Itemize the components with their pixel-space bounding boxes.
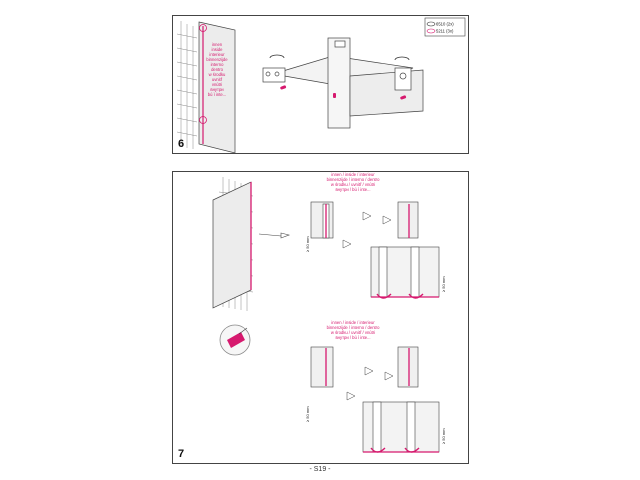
- label-line: binnenzijde / interno / dentro: [327, 325, 381, 330]
- label-line: inside: [212, 47, 224, 52]
- step-number: 7: [178, 448, 185, 460]
- glass-clamp-post: [327, 37, 351, 129]
- support-bar-assembly: [262, 37, 424, 129]
- rotation-arrow-icon: [269, 54, 410, 61]
- step-7-illustration: innen / inside / interieur binnenzijde /…: [212, 172, 446, 453]
- label-line: innen / inside / interieur: [331, 172, 375, 177]
- label-line: binnenzijde: [206, 57, 228, 62]
- label-line: w środku / uvnitř / vnútri: [331, 182, 375, 187]
- dimension-label: ≥ 50 mm: [305, 236, 310, 252]
- end-cap: [280, 85, 407, 100]
- part-5211-icon: [426, 28, 436, 34]
- label-line: w środku / uvnitř / vnútri: [331, 330, 375, 335]
- step-6-illustration: innen inside interieur binnenzijde inter…: [176, 17, 466, 154]
- label-line: uvnitř: [212, 77, 223, 82]
- detail-magnifier: [219, 324, 251, 356]
- label-line: interieur: [209, 52, 225, 57]
- step-7-panel: innen / inside / interieur binnenzijde /…: [172, 171, 469, 464]
- label-line: bú ì inte...: [208, 92, 226, 97]
- seal-point-top: [199, 24, 207, 32]
- screw-icon: [342, 211, 392, 249]
- legend-item: 5211 (3x): [436, 29, 454, 34]
- part-6510-icon: [426, 21, 436, 27]
- dimension-label: ≥ 50 mm: [305, 406, 310, 422]
- wall-bracket: [262, 67, 286, 83]
- bottom-seal-detail: [370, 246, 440, 299]
- inside-label: innen inside interieur binnenzijde inter…: [206, 42, 228, 97]
- label-line: innen / inside / interieur: [331, 320, 375, 325]
- step-number: 6: [178, 138, 185, 150]
- label-line: внутри / bú ì inte...: [335, 335, 370, 340]
- label-line: innen: [212, 42, 223, 47]
- silicone-gun-icon: [258, 232, 291, 239]
- screw-icon: [346, 366, 394, 401]
- inside-label-top: innen / inside / interieur binnenzijde /…: [327, 172, 381, 192]
- label-line: vnútri: [212, 82, 222, 87]
- dimension-label: ≥ 50 mm: [441, 428, 446, 444]
- label-line: внутри: [210, 87, 224, 92]
- glass-panel: [212, 181, 252, 309]
- page-number: - S19 -: [309, 466, 331, 473]
- profile-detail-top: [310, 201, 419, 239]
- inside-label-bottom: innen / inside / interieur binnenzijde /…: [327, 320, 381, 340]
- legend-item: 6510 (2x): [436, 22, 454, 27]
- dimension-label: ≥ 50 mm: [441, 276, 446, 292]
- profile-detail-bottom: [310, 346, 419, 388]
- label-line: dentro: [211, 67, 224, 72]
- step-6-panel: innen inside interieur binnenzijde inter…: [172, 15, 469, 154]
- bottom-seal-detail: [362, 401, 440, 453]
- label-line: w środku: [209, 72, 226, 77]
- label-line: binnenzijde / interno / dentro: [327, 177, 381, 182]
- wall-tiles: [176, 21, 198, 149]
- legend: 6510 (2x) 5211 (3x): [424, 17, 466, 37]
- label-line: interno: [211, 62, 224, 67]
- seal-point-bottom: [199, 116, 207, 124]
- label-line: внутри / bú ì inte...: [335, 187, 370, 192]
